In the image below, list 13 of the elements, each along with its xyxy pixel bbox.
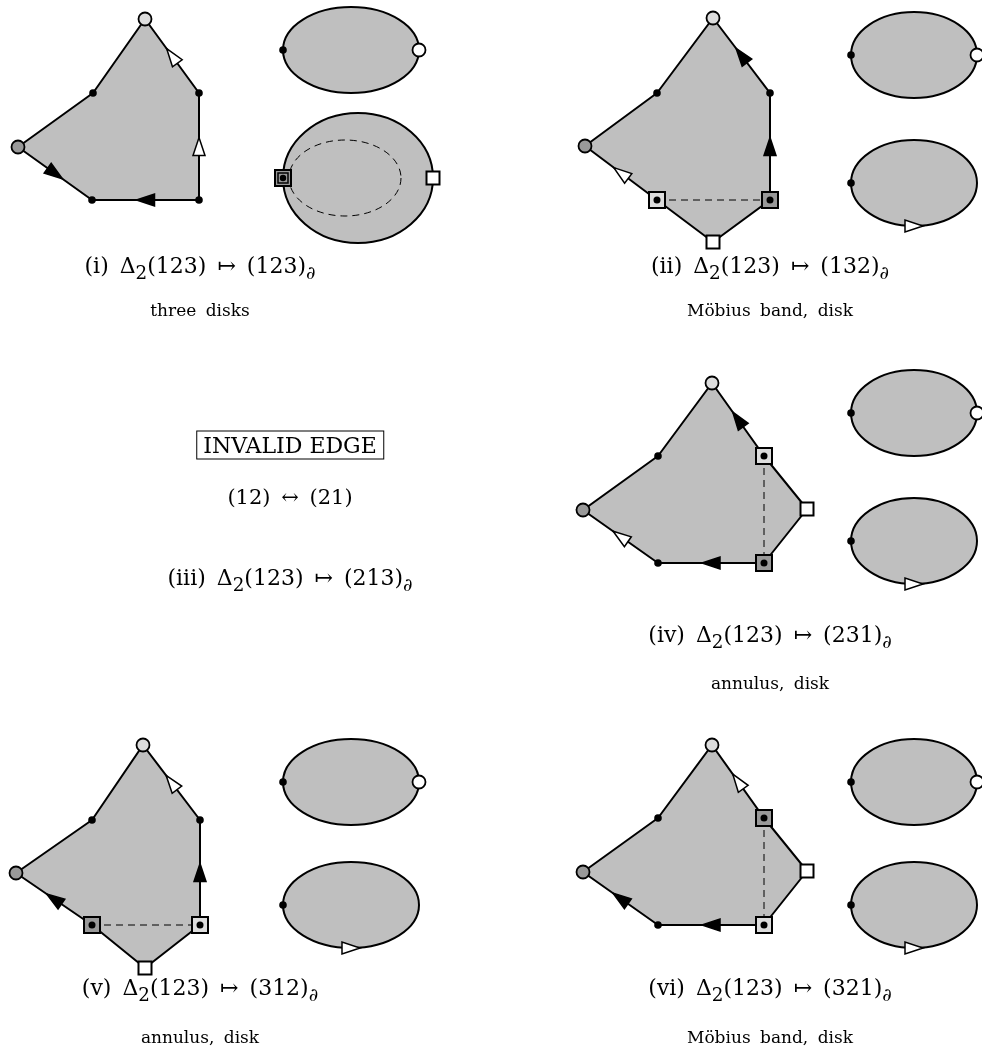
caption: Möbius band, disk [687, 1027, 853, 1047]
caption: (12) ↔ (21) [227, 485, 353, 509]
caption: (v) Δ$_{2}$(123) ↦ (312)$_{∂}$ [81, 975, 319, 1005]
caption: Möbius band, disk [687, 300, 853, 320]
caption: annulus, disk [710, 673, 830, 693]
caption: (iii) Δ$_{2}$(123) ↦ (213)$_{∂}$ [167, 565, 413, 595]
caption: (vi) Δ$_{2}$(123) ↦ (321)$_{∂}$ [648, 975, 892, 1005]
caption: annulus, disk [140, 1027, 260, 1047]
caption: (ii) Δ$_{2}$(123) ↦ (132)$_{∂}$ [651, 253, 889, 283]
caption: (i) Δ$_{2}$(123) ↦ (123)$_{∂}$ [84, 253, 316, 283]
label-box: INVALID EDGE [196, 430, 384, 460]
caption: (iv) Δ$_{2}$(123) ↦ (231)$_{∂}$ [648, 622, 892, 652]
caption: three disks [150, 300, 250, 320]
